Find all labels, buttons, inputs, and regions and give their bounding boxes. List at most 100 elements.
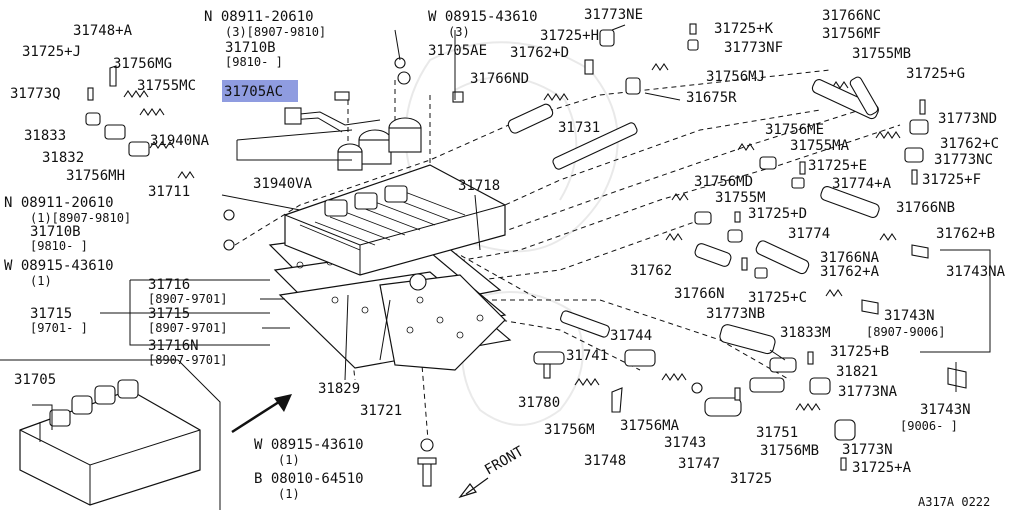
label-31725-e: 31725+E xyxy=(808,158,867,174)
label-31756md: 31756MD xyxy=(694,174,753,190)
label-31766nd: 31766ND xyxy=(470,71,529,87)
highlight-31705ac xyxy=(222,80,298,102)
label-31705: 31705 xyxy=(14,372,56,388)
filter-31829 xyxy=(409,273,427,291)
bolt-bottom xyxy=(422,461,432,487)
solenoid-assembly-31940 xyxy=(284,91,464,171)
label-31766na: 31766NA xyxy=(820,250,880,266)
label-31755m: 31755M xyxy=(715,190,766,206)
label-31762-b: 31762+B xyxy=(936,226,995,242)
label-31762-d: 31762+D xyxy=(510,45,569,61)
washer-top xyxy=(397,71,411,85)
label-31756mh: 31756MH xyxy=(66,168,125,184)
label-31766n: 31766N xyxy=(674,286,725,302)
label-31755mc: 31755MC xyxy=(137,78,196,94)
label-31743n-a: 31743N xyxy=(884,308,935,324)
label-31743n-b-date: [9006- ] xyxy=(900,419,958,433)
label-31743n-a-date: [8907-9006] xyxy=(866,325,945,339)
label-31751: 31751 xyxy=(756,425,798,441)
label-31773ne: 31773NE xyxy=(584,7,643,23)
label-31774-a: 31774+A xyxy=(832,176,892,192)
label-n-08911-left-qty: (1)[8907-9810] xyxy=(30,211,131,225)
label-31755mb: 31755MB xyxy=(852,46,911,62)
label-31675r: 31675R xyxy=(686,90,737,106)
washer-left xyxy=(223,239,235,251)
label-31762-a: 31762+A xyxy=(820,264,880,280)
label-31725-c: 31725+C xyxy=(748,290,807,306)
label-31711: 31711 xyxy=(148,184,190,200)
label-w-08915-top-qty: (3) xyxy=(448,25,470,39)
label-31766nb: 31766NB xyxy=(896,200,955,216)
label-31940va: 31940VA xyxy=(253,176,313,192)
valves-and-springs xyxy=(85,23,967,471)
label-31725-k: 31725+K xyxy=(714,21,774,37)
label-31773n: 31773N xyxy=(842,442,893,458)
label-31725-g: 31725+G xyxy=(906,66,965,82)
label-31773nd: 31773ND xyxy=(938,111,997,127)
label-31741: 31741 xyxy=(566,348,608,364)
label-31725-f: 31725+F xyxy=(922,172,981,188)
direction-arrows xyxy=(231,394,489,499)
hardware xyxy=(223,57,437,487)
label-31756me: 31756ME xyxy=(765,122,824,138)
label-31756m: 31756M xyxy=(544,422,595,438)
label-n-08911-top-qty: (3)[8907-9810] xyxy=(225,25,326,39)
label-b-08010-bottom: B 08010-64510 xyxy=(254,471,364,487)
label-31756ma: 31756MA xyxy=(620,418,680,434)
label-31715-date: [8907-9701] xyxy=(148,321,227,335)
label-31721: 31721 xyxy=(360,403,402,419)
label-n-08911-top: N 08911-20610 xyxy=(204,9,314,25)
label-31725-d: 31725+D xyxy=(748,206,807,222)
label-31829: 31829 xyxy=(318,381,360,397)
valve-body-31711 xyxy=(284,164,506,276)
label-31748-a: 31748+A xyxy=(73,23,133,39)
label-31710b-top: 31710B xyxy=(225,40,276,56)
label-w-08915-left-qty: (1) xyxy=(30,274,52,288)
label-31716n: 31716N xyxy=(148,338,199,354)
label-31773na: 31773NA xyxy=(838,384,898,400)
label-31773nc: 31773NC xyxy=(934,152,993,168)
label-31716: 31716 xyxy=(148,277,190,293)
label-31756mb: 31756MB xyxy=(760,443,819,459)
label-31731: 31731 xyxy=(558,120,600,136)
front-label: FRONT xyxy=(482,443,527,478)
label-w-08915-bottom: W 08915-43610 xyxy=(254,437,364,453)
label-31762: 31762 xyxy=(630,263,672,279)
part-labels: 31748+A 31725+J 31756MG 31755MC 31773Q 3… xyxy=(4,7,1006,509)
label-31940na: 31940NA xyxy=(150,133,210,149)
leader-lines xyxy=(32,24,991,442)
label-31725-h: 31725+H xyxy=(540,28,599,44)
figure-ref-code: A317A 0222 xyxy=(918,495,990,509)
label-31755ma: 31755MA xyxy=(790,138,850,154)
label-31710b-left-date: [9810- ] xyxy=(30,239,88,253)
label-31773nb: 31773NB xyxy=(706,306,765,322)
label-31718: 31718 xyxy=(458,178,500,194)
label-31705ac: 31705AC xyxy=(224,84,283,100)
label-31710b-left: 31710B xyxy=(30,224,81,240)
label-31756mj: 31756MJ xyxy=(706,69,765,85)
label-31725: 31725 xyxy=(730,471,772,487)
label-31773q: 31773Q xyxy=(10,86,61,102)
label-31716-date: [8907-9701] xyxy=(148,292,227,306)
label-w-08915-bottom-qty: (1) xyxy=(278,453,300,467)
label-31766nc: 31766NC xyxy=(822,8,881,24)
label-31710b-top-date: [9810- ] xyxy=(225,55,283,69)
nut-left xyxy=(223,209,235,221)
label-31773nf: 31773NF xyxy=(724,40,783,56)
label-31748: 31748 xyxy=(584,453,626,469)
label-31743na: 31743NA xyxy=(946,264,1006,280)
label-31716n-date: [8907-9701] xyxy=(148,353,227,367)
watermark xyxy=(404,41,619,426)
label-31715-left: 31715 xyxy=(30,306,72,322)
label-31715: 31715 xyxy=(148,306,190,322)
label-31821: 31821 xyxy=(836,364,878,380)
label-31715-left-date: [9701- ] xyxy=(30,321,88,335)
label-31780: 31780 xyxy=(518,395,560,411)
label-31705ae: 31705AE xyxy=(428,43,487,59)
label-b-08010-bottom-qty: (1) xyxy=(278,487,300,501)
label-31725-b: 31725+B xyxy=(830,344,889,360)
label-31743n-b: 31743N xyxy=(920,402,971,418)
label-31762-c: 31762+C xyxy=(940,136,999,152)
label-n-08911-left: N 08911-20610 xyxy=(4,195,114,211)
